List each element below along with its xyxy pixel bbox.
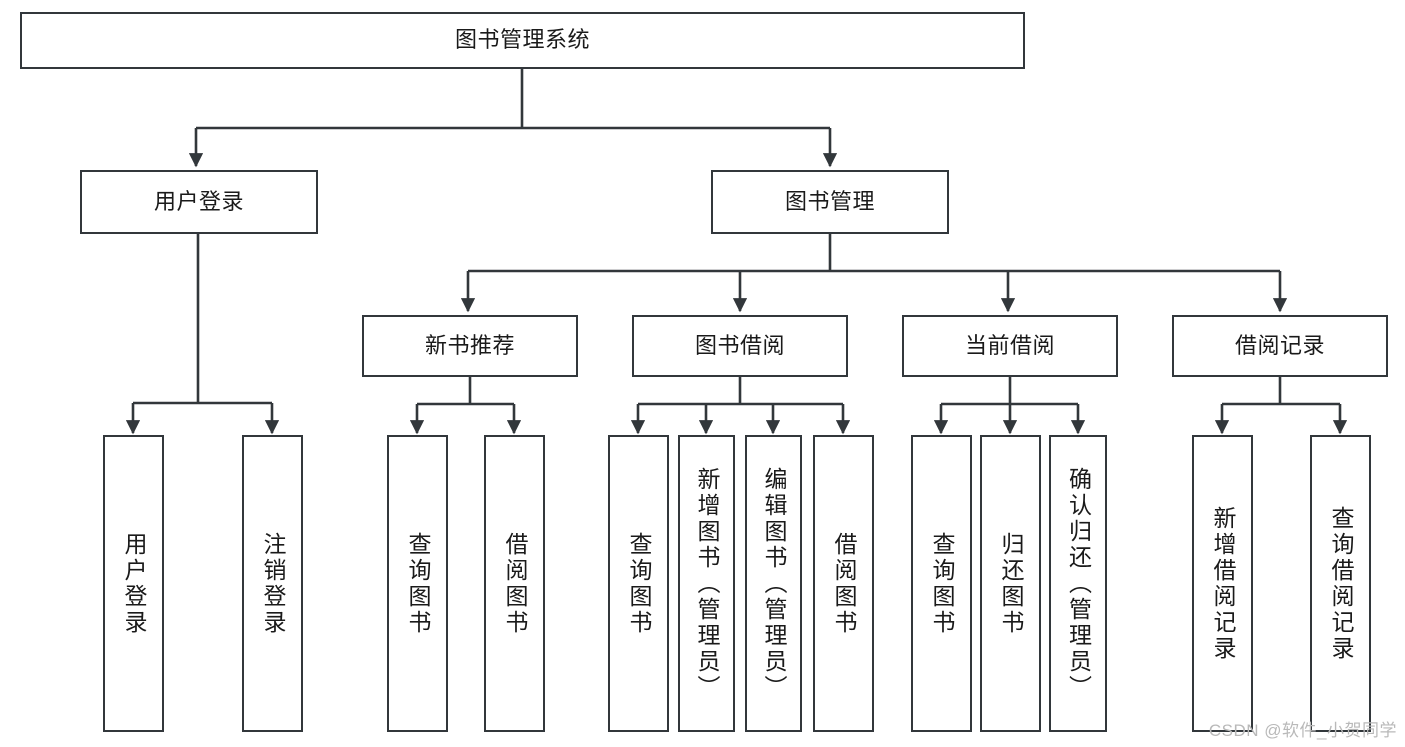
node-leaf-query-book-1-label: 查询图书 xyxy=(405,531,431,636)
node-leaf-query-book-3[interactable]: 查询图书 xyxy=(911,435,972,732)
node-leaf-borrow-book-1[interactable]: 借阅图书 xyxy=(484,435,545,732)
node-book-manage-label: 图书管理 xyxy=(784,188,875,214)
node-leaf-query-book-2-label: 查询图书 xyxy=(626,531,652,636)
watermark-text: CSDN @软件_小贺同学 xyxy=(1208,721,1397,740)
node-user-login-label: 用户登录 xyxy=(153,188,244,214)
node-leaf-user-login[interactable]: 用户登录 xyxy=(103,435,164,732)
node-current-borrow-label: 当前借阅 xyxy=(964,332,1055,358)
node-leaf-confirm-return-label: 确认归还（管理员） xyxy=(1065,466,1092,701)
node-leaf-edit-book[interactable]: 编辑图书（管理员） xyxy=(745,435,802,732)
node-leaf-edit-book-label: 编辑图书（管理员） xyxy=(761,466,787,701)
node-borrow-record-label: 借阅记录 xyxy=(1234,332,1325,358)
node-leaf-borrow-book-1-label: 借阅图书 xyxy=(502,531,528,636)
node-book-borrow-label: 图书借阅 xyxy=(694,332,785,358)
node-leaf-add-record[interactable]: 新增借阅记录 xyxy=(1192,435,1253,732)
node-leaf-add-book[interactable]: 新增图书（管理员） xyxy=(678,435,735,732)
node-book-borrow[interactable]: 图书借阅 xyxy=(632,315,848,377)
node-leaf-return-book-label: 归还图书 xyxy=(998,531,1024,636)
node-leaf-return-book[interactable]: 归还图书 xyxy=(980,435,1041,732)
node-root-label: 图书管理系统 xyxy=(454,27,590,53)
node-leaf-query-book-3-label: 查询图书 xyxy=(929,531,955,636)
node-new-book-rec[interactable]: 新书推荐 xyxy=(362,315,578,377)
node-leaf-user-logout-label: 注销登录 xyxy=(260,531,286,636)
node-user-login[interactable]: 用户登录 xyxy=(80,170,318,234)
node-book-manage[interactable]: 图书管理 xyxy=(711,170,949,234)
node-leaf-add-record-label: 新增借阅记录 xyxy=(1210,505,1236,662)
node-current-borrow[interactable]: 当前借阅 xyxy=(902,315,1118,377)
node-leaf-confirm-return[interactable]: 确认归还（管理员） xyxy=(1049,435,1107,732)
node-leaf-borrow-book-2-label: 借阅图书 xyxy=(831,531,857,636)
node-borrow-record[interactable]: 借阅记录 xyxy=(1172,315,1388,377)
node-root[interactable]: 图书管理系统 xyxy=(20,12,1025,69)
node-leaf-user-login-label: 用户登录 xyxy=(121,531,147,636)
node-leaf-borrow-book-2[interactable]: 借阅图书 xyxy=(813,435,874,732)
node-new-book-rec-label: 新书推荐 xyxy=(424,332,515,358)
node-leaf-user-logout[interactable]: 注销登录 xyxy=(242,435,303,732)
node-leaf-query-book-1[interactable]: 查询图书 xyxy=(387,435,448,732)
node-leaf-query-book-2[interactable]: 查询图书 xyxy=(608,435,669,732)
node-leaf-add-book-label: 新增图书（管理员） xyxy=(694,466,720,701)
node-leaf-query-record[interactable]: 查询借阅记录 xyxy=(1310,435,1371,732)
node-leaf-query-record-label: 查询借阅记录 xyxy=(1328,505,1354,662)
